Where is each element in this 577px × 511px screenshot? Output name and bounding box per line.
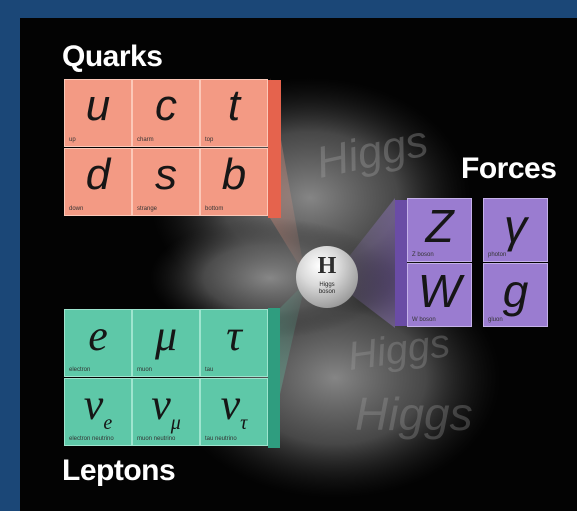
particle-name: charm — [137, 137, 154, 143]
particle-tile-top: t top — [200, 79, 268, 147]
particle-symbol: s — [155, 150, 177, 199]
symbol-main: ν — [220, 380, 241, 429]
symbol-main: τ — [226, 311, 242, 360]
particle-symbol: u — [85, 81, 111, 130]
particle-name: gluon — [488, 317, 503, 323]
particle-tile-charm: c charm — [132, 79, 200, 147]
particle-tile-gluon: g gluon — [483, 263, 548, 327]
particle-symbol: νe — [65, 383, 131, 445]
particle-symbol: g — [502, 265, 529, 317]
forces-title: Forces — [461, 152, 557, 185]
particle-symbol: γ — [504, 200, 527, 252]
diagram-panel: Higgs Higgs Higgs Quarks Forces Leptons … — [20, 18, 577, 511]
forces-block-side — [395, 200, 407, 326]
higgs-boson-sphere: H Higgs boson — [296, 246, 358, 308]
leptons-block-side — [268, 308, 280, 448]
particle-symbol: μ — [133, 314, 199, 376]
particle-name: photon — [488, 252, 507, 258]
higgs-name-line-1: Higgs — [319, 282, 335, 288]
particle-tile-photon: γ photon — [483, 198, 548, 262]
particle-name: tau — [205, 367, 214, 373]
particle-tile-z-boson: Z Z boson — [407, 198, 472, 262]
force-ray — [336, 198, 395, 328]
particle-tile-bottom: b bottom — [200, 148, 268, 216]
particle-tile-up: u up — [64, 79, 132, 147]
symbol-sub: τ — [240, 411, 248, 434]
particle-symbol: b — [221, 150, 247, 199]
leptons-title: Leptons — [62, 454, 176, 487]
particle-name: electron — [69, 367, 91, 373]
particle-name: W boson — [412, 317, 436, 323]
particle-symbol: W — [417, 265, 462, 317]
symbol-main: ν — [151, 380, 171, 429]
quarks-title: Quarks — [62, 40, 163, 73]
particle-tile-muon: μ muon — [132, 309, 200, 377]
quarks-block-side — [268, 80, 281, 218]
higgs-symbol: H — [317, 253, 337, 279]
symbol-sub: e — [103, 411, 113, 434]
particle-symbol: t — [227, 81, 241, 130]
symbol-sub: μ — [170, 411, 181, 434]
particle-tile-w-boson: W W boson — [407, 263, 472, 327]
particle-name: Z boson — [412, 252, 434, 258]
particle-tile-strange: s strange — [132, 148, 200, 216]
particle-name: strange — [137, 206, 158, 212]
higgs-name: Higgs boson — [296, 282, 358, 296]
particle-name: bottom — [205, 206, 224, 212]
particle-symbol: d — [85, 150, 111, 199]
particle-symbol: τ — [201, 314, 267, 376]
particle-name: muon — [137, 367, 153, 373]
particle-symbol: c — [155, 81, 177, 130]
watermark-3: Higgs — [355, 388, 473, 440]
particle-symbol: νμ — [133, 383, 199, 445]
particle-name: electron neutrino — [69, 436, 114, 442]
particle-name: up — [69, 137, 76, 143]
particle-tile-muon-neutrino: νμ muon neutrino — [132, 378, 200, 446]
symbol-main: e — [88, 311, 108, 360]
particle-symbol: e — [65, 314, 131, 376]
higgs-name-line-2: boson — [318, 289, 336, 295]
particle-tile-electron-neutrino: νe electron neutrino — [64, 378, 132, 446]
symbol-main: ν — [83, 380, 104, 429]
particle-tile-electron: e electron — [64, 309, 132, 377]
particle-tile-tau-neutrino: ντ tau neutrino — [200, 378, 268, 446]
particle-symbol: Z — [425, 200, 454, 252]
particle-name: tau neutrino — [205, 436, 237, 442]
symbol-main: μ — [154, 311, 178, 360]
particle-symbol: ντ — [201, 383, 267, 445]
particle-name: down — [69, 206, 84, 212]
particle-tile-down: d down — [64, 148, 132, 216]
particle-name: top — [205, 137, 214, 143]
particle-tile-tau: τ tau — [200, 309, 268, 377]
particle-name: muon neutrino — [137, 436, 176, 442]
